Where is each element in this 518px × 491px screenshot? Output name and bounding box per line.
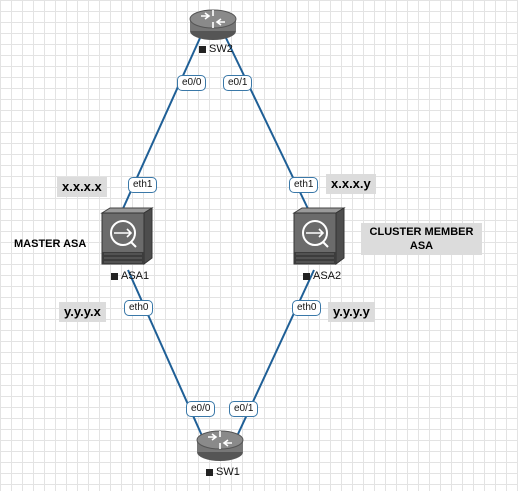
router-icon-sw1[interactable] bbox=[196, 430, 244, 461]
port-sw2-e0-0[interactable]: e0/0 bbox=[177, 75, 207, 91]
port-asa2-eth0[interactable]: eth0 bbox=[292, 300, 322, 316]
port-asa1-eth0[interactable]: eth0 bbox=[124, 300, 154, 316]
node-name-sw2: SW2 bbox=[209, 43, 233, 55]
port-sw2-e0-1[interactable]: e0/1 bbox=[223, 75, 253, 91]
node-label-sw2: SW2 bbox=[199, 43, 233, 55]
asa2-inside-ip-note: y.y.y.y bbox=[328, 302, 375, 322]
port-sw1-e0-1[interactable]: e0/1 bbox=[229, 401, 259, 417]
node-name-sw1: SW1 bbox=[216, 466, 240, 478]
node-status-icon bbox=[111, 272, 118, 280]
node-name-asa1: ASA1 bbox=[121, 270, 150, 282]
firewall-icon-asa2[interactable] bbox=[292, 207, 346, 265]
node-label-sw1: SW1 bbox=[206, 466, 240, 478]
node-status-icon bbox=[199, 45, 206, 53]
node-label-asa2: ASA2 bbox=[303, 270, 341, 282]
router-icon-sw2[interactable] bbox=[189, 9, 237, 40]
asa1-inside-ip-note: y.y.y.x bbox=[59, 302, 106, 322]
master-asa-label: MASTER ASA bbox=[14, 238, 87, 250]
asa1-outside-ip-note: x.x.x.x bbox=[57, 177, 107, 197]
node-status-icon bbox=[206, 468, 213, 476]
cluster-member-line1: CLUSTER MEMBER bbox=[369, 226, 474, 238]
port-asa1-eth1[interactable]: eth1 bbox=[128, 177, 158, 193]
firewall-icon-asa1[interactable] bbox=[100, 207, 154, 265]
link-asa2-sw1 bbox=[231, 269, 315, 448]
cluster-member-line2: ASA bbox=[409, 240, 434, 252]
node-name-asa2: ASA2 bbox=[313, 270, 342, 282]
port-asa2-eth1[interactable]: eth1 bbox=[289, 177, 319, 193]
link-asa1-sw1 bbox=[127, 269, 208, 448]
node-label-asa1: ASA1 bbox=[111, 270, 149, 282]
node-status-icon bbox=[303, 272, 310, 280]
port-sw1-e0-0[interactable]: e0/0 bbox=[186, 401, 216, 417]
asa2-outside-ip-note: x.x.x.y bbox=[326, 174, 376, 194]
cluster-member-note: CLUSTER MEMBER ASA bbox=[361, 223, 482, 255]
